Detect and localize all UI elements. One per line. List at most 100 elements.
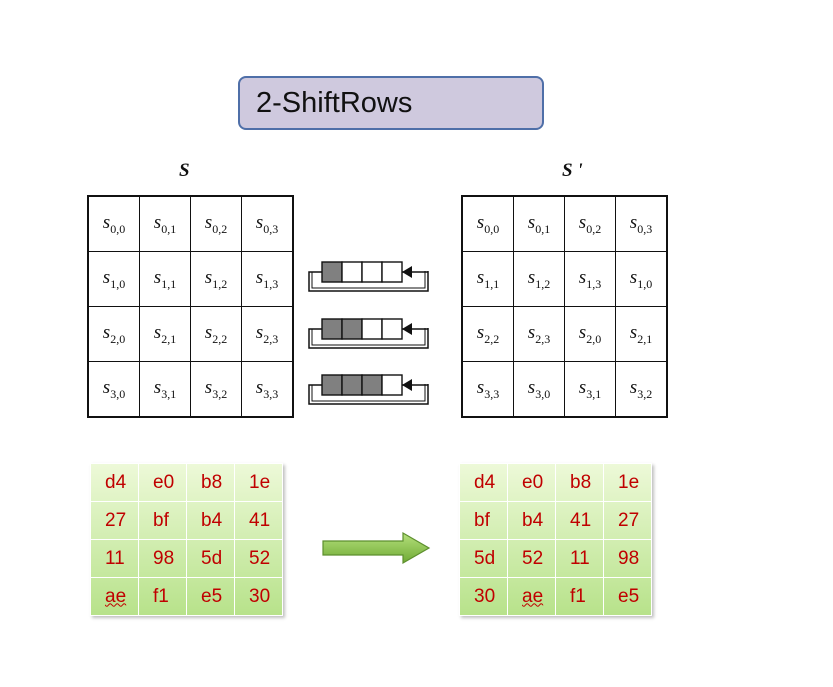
cell-col-index: 1 (493, 276, 500, 291)
cell-index: 3,3 (263, 386, 279, 401)
cell-col-index: 2 (221, 276, 228, 291)
cell-col-index: 3 (544, 331, 551, 346)
cell-row-index: 3 (212, 386, 219, 401)
cell-symbol: s (102, 321, 111, 343)
cell-symbol: s (527, 211, 536, 233)
state-matrix-label: S (179, 160, 190, 181)
cell-index: 2,2 (212, 331, 228, 346)
shift-cell-empty (361, 261, 383, 283)
result-cell: s1,2 (513, 251, 565, 307)
shift-cell-empty (381, 318, 403, 340)
state-cell: s3,2 (190, 361, 242, 418)
cell-symbol: s (255, 266, 264, 288)
input-hex-cell: 30 (234, 577, 283, 616)
output-hex-cell: e5 (603, 577, 652, 616)
output-hex-cell: 1e (603, 463, 652, 502)
cell-index: 2,3 (263, 331, 279, 346)
cell-symbol: s (153, 376, 162, 398)
shift-cell-filled (321, 374, 343, 396)
cell-symbol: s (153, 321, 162, 343)
state-cell: s3,1 (139, 361, 191, 418)
cell-row-index: 2 (110, 331, 117, 346)
cell-index: 2,3 (535, 331, 551, 346)
cell-symbol: s (255, 376, 264, 398)
cell-index: 1,2 (212, 276, 228, 291)
input-hex-cell: e0 (138, 463, 187, 502)
cell-symbol: s (578, 266, 587, 288)
state-cell: s1,0 (87, 251, 140, 307)
cell-index: 3,2 (212, 386, 228, 401)
cell-row-index: 0 (484, 221, 491, 236)
shift-cell-empty (381, 261, 403, 283)
input-hex-cell: d4 (90, 463, 139, 502)
state-cell: s3,3 (241, 361, 294, 418)
output-hex-cell: b4 (507, 501, 556, 540)
cell-row-index: 2 (484, 331, 491, 346)
cell-col-index: 2 (221, 221, 228, 236)
cell-row-index: 1 (637, 276, 644, 291)
cell-row-index: 0 (110, 221, 117, 236)
result-cell: s2,0 (564, 306, 616, 362)
output-hex-cell: 11 (555, 539, 604, 578)
transform-arrow-icon (322, 531, 431, 565)
output-hex-cell: 30 (459, 577, 508, 616)
cell-symbol: s (629, 321, 638, 343)
result-cell: s0,0 (461, 195, 514, 252)
cell-row-index: 3 (110, 386, 117, 401)
cell-index: 2,1 (637, 331, 653, 346)
cell-row-index: 1 (484, 276, 491, 291)
output-hex-cell: ae (507, 577, 556, 616)
cell-index: 1,0 (110, 276, 126, 291)
result-cell: s1,3 (564, 251, 616, 307)
cell-row-index: 1 (110, 276, 117, 291)
result-cell: s2,2 (461, 306, 514, 362)
cell-symbol: s (204, 321, 213, 343)
cell-symbol: s (204, 266, 213, 288)
result-cell: s1,0 (615, 251, 668, 307)
cell-row-index: 2 (263, 331, 270, 346)
cell-row-index: 2 (212, 331, 219, 346)
cell-col-index: 2 (595, 221, 602, 236)
state-cell: s1,1 (139, 251, 191, 307)
result-cell: s3,1 (564, 361, 616, 418)
output-hex-cell: e0 (507, 463, 556, 502)
input-hex-cell: e5 (186, 577, 235, 616)
result-matrix-label: S ' (562, 160, 583, 181)
cell-index: 0,0 (110, 221, 126, 236)
cell-row-index: 1 (535, 276, 542, 291)
cell-index: 0,3 (263, 221, 279, 236)
cell-row-index: 1 (161, 276, 168, 291)
cell-index: 1,2 (535, 276, 551, 291)
cell-index: 0,0 (484, 221, 500, 236)
cell-col-index: 1 (170, 221, 177, 236)
cell-col-index: 1 (544, 221, 551, 236)
input-hex-cell: bf (138, 501, 187, 540)
cell-row-index: 1 (212, 276, 219, 291)
cell-col-index: 0 (595, 331, 602, 346)
cell-row-index: 0 (263, 221, 270, 236)
cell-symbol: s (527, 376, 536, 398)
input-hex-cell: b8 (186, 463, 235, 502)
cell-col-index: 0 (119, 276, 126, 291)
cell-symbol: s (255, 211, 264, 233)
cell-index: 3,3 (484, 386, 500, 401)
result-cell: s0,3 (615, 195, 668, 252)
cell-symbol: s (102, 211, 111, 233)
cell-symbol: s (153, 266, 162, 288)
cell-symbol: s (153, 211, 162, 233)
cell-index: 3,0 (535, 386, 551, 401)
cell-index: 1,3 (263, 276, 279, 291)
cell-index: 2,0 (110, 331, 126, 346)
cell-col-index: 0 (493, 221, 500, 236)
result-cell: s3,2 (615, 361, 668, 418)
cell-index: 3,1 (586, 386, 602, 401)
input-hex-cell: 11 (90, 539, 139, 578)
cell-col-index: 3 (272, 221, 279, 236)
